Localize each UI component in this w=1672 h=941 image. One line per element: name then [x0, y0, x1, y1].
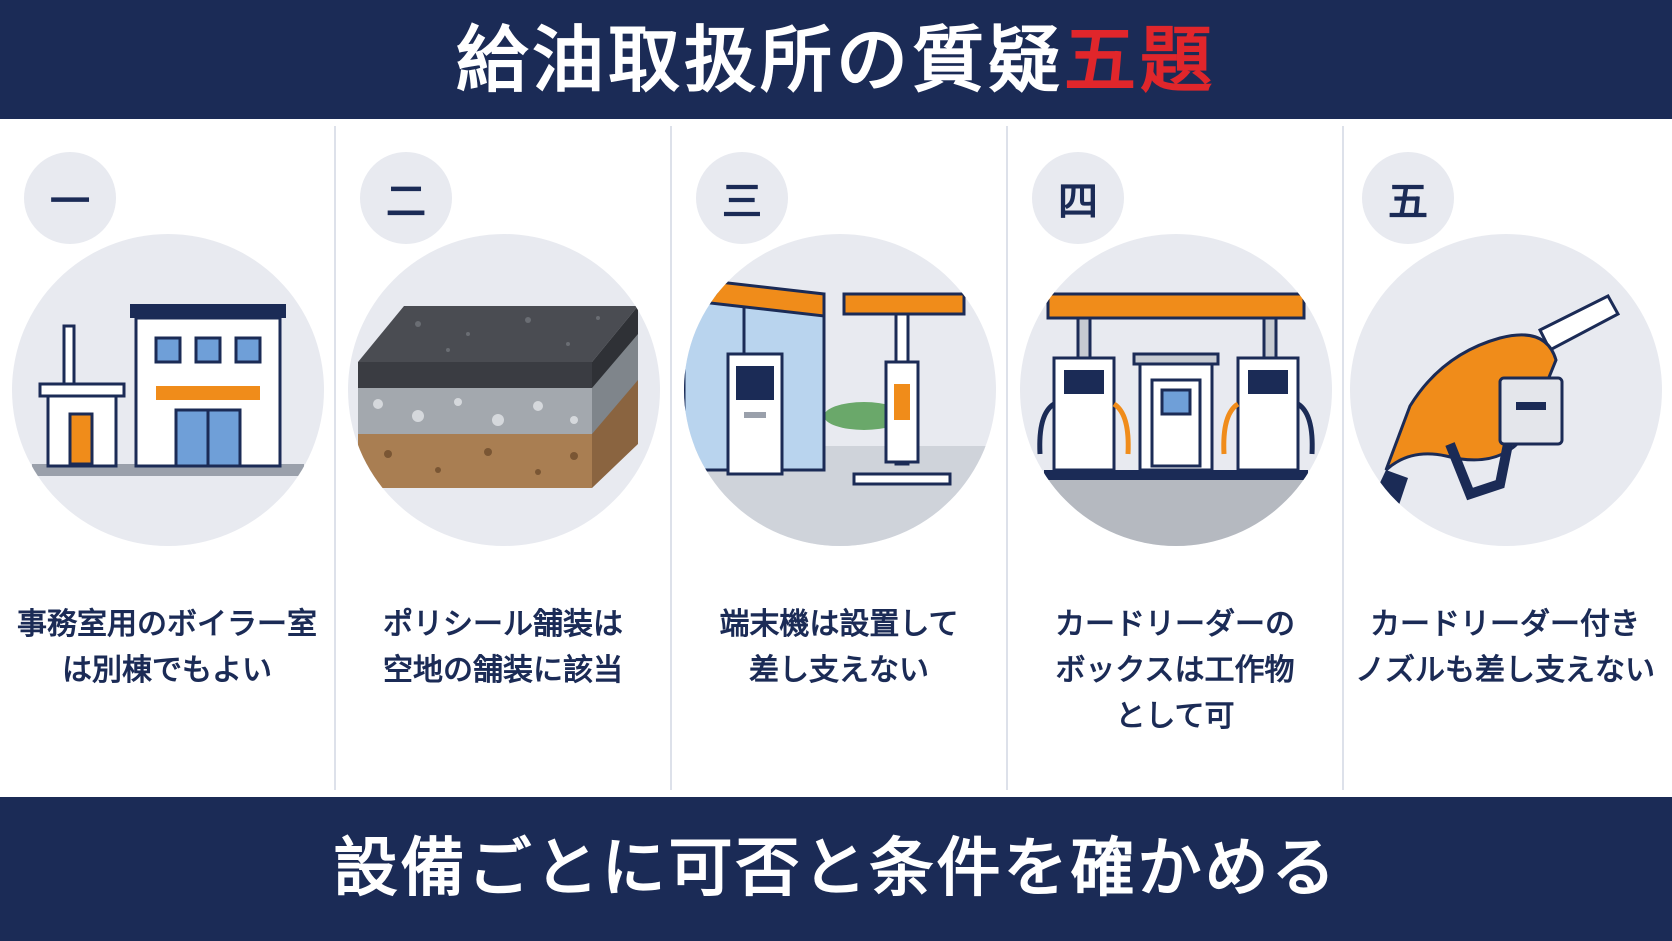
fuel-nozzle-icon [1370, 294, 1621, 514]
caption-line: 事務室用のボイラー室 [17, 607, 317, 642]
panel-illustration [12, 234, 324, 546]
caption-line: は別棟でもよい [62, 653, 272, 688]
panel-caption: ポリシール舗装は 空地の舗装に該当 [336, 602, 670, 694]
panel-5: 五 カードリーダー付き ノズルも差し支えない [1338, 126, 1672, 790]
panel-1: 一 事務室用のボイラ [0, 126, 334, 790]
panel-illustration [684, 234, 996, 546]
panel-caption: 事務室用のボイラー室 は別棟でもよい [0, 602, 334, 694]
caption-line: として可 [1115, 699, 1235, 734]
panel-divider [334, 126, 336, 790]
office-building-icon [32, 304, 304, 476]
panel-4: 四 [1008, 126, 1342, 790]
title-accent: 五題 [1064, 17, 1217, 102]
panel-number: 二 [360, 152, 452, 244]
terminal-kiosk-icon [684, 276, 996, 546]
caption-line: 空地の舗装に該当 [383, 653, 623, 688]
caption-line: ボックスは工作物 [1055, 653, 1295, 688]
question-panels: 一 事務室用のボイラ [0, 126, 1672, 790]
title-main: 給油取扱所の質疑 [455, 17, 1064, 102]
panel-number: 一 [24, 152, 116, 244]
caption-line: カードリーダー付き [1370, 607, 1640, 642]
caption-line: ノズルも差し支えない [1355, 653, 1655, 688]
panel-caption: カードリーダーの ボックスは工作物 として可 [1008, 602, 1342, 740]
panel-caption: 端末機は設置して 差し支えない [672, 602, 1006, 694]
panel-illustration [1350, 234, 1662, 546]
panel-illustration [348, 234, 660, 546]
title-banner: 給油取扱所の質疑五題 [0, 0, 1672, 119]
panel-number: 五 [1362, 152, 1454, 244]
caption-line: 差し支えない [749, 653, 929, 688]
panel-3: 三 端末機は設置して [672, 126, 1006, 790]
caption-line: ポリシール舗装は [383, 607, 623, 642]
pavement-layers-icon [358, 306, 638, 488]
panel-divider [670, 126, 672, 790]
panel-number: 三 [696, 152, 788, 244]
panel-illustration [1020, 234, 1332, 546]
caption-line: 端末機は設置して [719, 607, 959, 642]
panel-caption: カードリーダー付き ノズルも差し支えない [1338, 602, 1672, 694]
panel-divider [1342, 126, 1344, 790]
caption-line: カードリーダーの [1055, 607, 1295, 642]
footer-text: 設備ごとに可否と条件を確かめる [333, 832, 1339, 906]
page-title: 給油取扱所の質疑五題 [456, 24, 1216, 96]
panel-number: 四 [1032, 152, 1124, 244]
fuel-station-canopy-icon [1020, 292, 1332, 546]
panel-2: 二 [336, 126, 670, 790]
footer-banner: 設備ごとに可否と条件を確かめる [0, 797, 1672, 941]
panel-divider [1006, 126, 1008, 790]
